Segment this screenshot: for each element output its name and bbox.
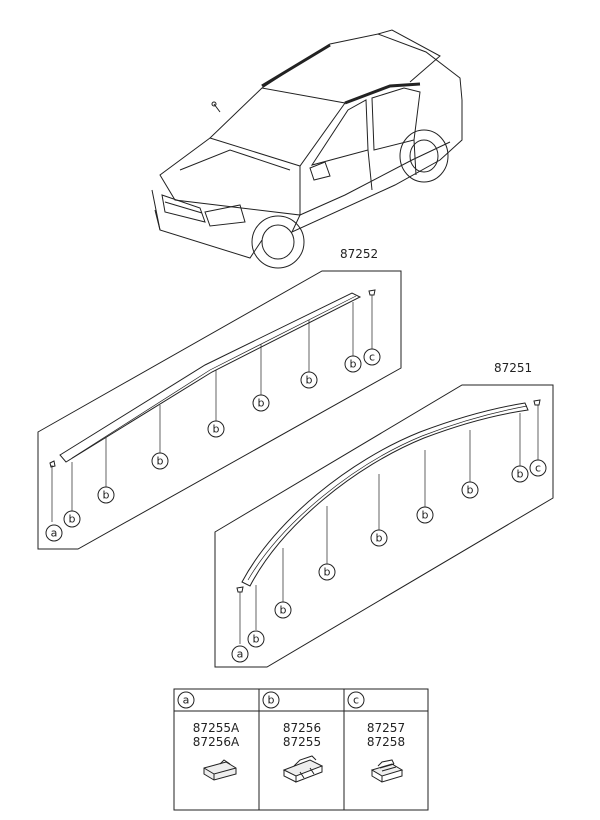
parts-table: a 87255A 87256A b 87256 87255	[173, 688, 429, 811]
svg-text:b: b	[157, 455, 164, 468]
part-number: 87255A	[193, 721, 240, 735]
callout-b: b	[207, 420, 225, 438]
clip-b-icon	[282, 755, 324, 783]
svg-text:c: c	[369, 351, 375, 364]
callout-b: b	[300, 371, 318, 389]
clip-c-icon	[370, 759, 404, 783]
callout-b: b	[63, 510, 81, 528]
car-illustration	[151, 29, 463, 269]
part-number: 87256	[283, 721, 321, 735]
svg-text:b: b	[306, 374, 313, 387]
svg-text:b: b	[467, 484, 474, 497]
svg-text:a: a	[237, 648, 244, 661]
callout-b: b	[344, 355, 362, 373]
svg-text:b: b	[280, 604, 287, 617]
svg-text:b: b	[422, 509, 429, 522]
callout-c: c	[363, 348, 381, 366]
part-number: 87256A	[193, 735, 240, 749]
callout-b: b	[416, 506, 434, 524]
callout-b: b	[151, 452, 169, 470]
svg-text:c: c	[353, 694, 359, 707]
callout-c: c	[529, 459, 547, 477]
callout-b: b	[461, 481, 479, 499]
part-number: 87255	[283, 735, 321, 749]
callout-c: c	[347, 691, 365, 709]
assembly-87251: 87251 a b b b b b b b c	[214, 361, 554, 668]
svg-text:b: b	[324, 566, 331, 579]
svg-text:b: b	[350, 358, 357, 371]
callout-b: b	[370, 529, 388, 547]
roof-moulding-strip	[59, 292, 362, 463]
table-column-b: b 87256 87255	[262, 691, 324, 783]
part-number-87251: 87251	[494, 361, 532, 375]
svg-text:a: a	[183, 694, 190, 707]
part-number: 87257	[367, 721, 405, 735]
leader-lines	[239, 405, 539, 644]
callout-a: a	[231, 645, 249, 663]
svg-text:a: a	[51, 527, 58, 540]
svg-text:b: b	[258, 397, 265, 410]
svg-text:b: b	[268, 694, 275, 707]
table-column-a: a 87255A 87256A	[177, 691, 240, 781]
leader-lines	[51, 295, 373, 522]
svg-text:b: b	[103, 489, 110, 502]
svg-text:b: b	[253, 633, 260, 646]
callout-b: b	[318, 563, 336, 581]
svg-text:b: b	[376, 532, 383, 545]
callout-b: b	[274, 601, 292, 619]
callout-b: b	[247, 630, 265, 648]
assembly-87252: 87252 a b b b b b b b c	[37, 247, 402, 550]
svg-text:c: c	[535, 462, 541, 475]
roof-moulding-strip	[241, 402, 529, 587]
callout-b: b	[262, 691, 280, 709]
part-number-87252: 87252	[340, 247, 378, 261]
callout-b: b	[511, 465, 529, 483]
svg-text:b: b	[517, 468, 524, 481]
clip-a-icon	[203, 759, 237, 781]
table-column-c: c 87257 87258	[347, 691, 405, 783]
callout-b: b	[97, 486, 115, 504]
part-number: 87258	[367, 735, 405, 749]
svg-text:b: b	[213, 423, 220, 436]
callout-a: a	[177, 691, 195, 709]
callout-a: a	[45, 524, 63, 542]
callout-b: b	[252, 394, 270, 412]
svg-text:b: b	[69, 513, 76, 526]
assembly-frame	[37, 270, 402, 550]
assembly-frame	[214, 384, 554, 668]
